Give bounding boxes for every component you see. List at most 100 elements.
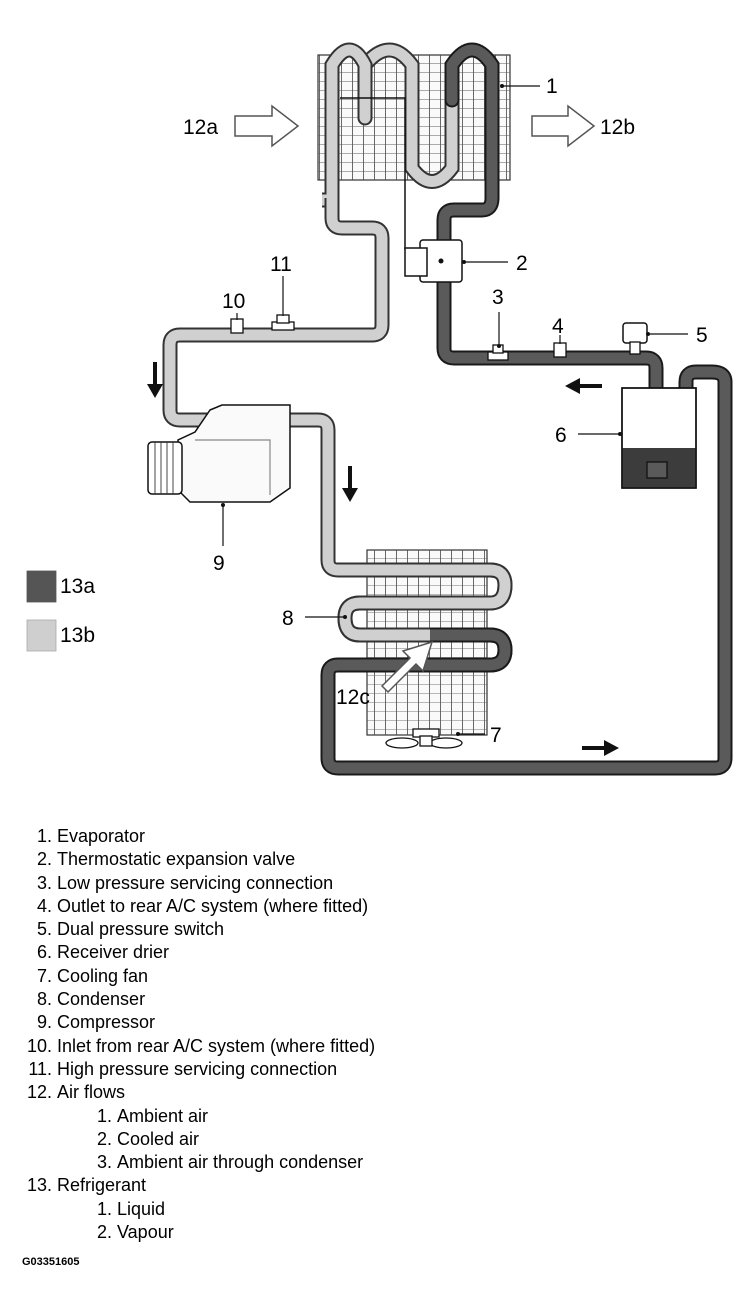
callout-1: 1	[546, 75, 558, 98]
legend-item: 2.Vapour	[12, 1221, 732, 1244]
legend-item: 13.Refrigerant	[12, 1174, 732, 1197]
legend-number: 12.	[26, 1082, 52, 1103]
callout-9: 9	[213, 552, 225, 575]
legend-number: 3.	[96, 1152, 112, 1173]
legend-number: 5.	[36, 919, 52, 940]
rear-inlet-port	[230, 318, 244, 334]
legend-text: Outlet to rear A/C system (where fitted)	[57, 895, 369, 916]
ac-system-diagram: 1 2 3 4 5 6 7 8 9 10 11 12a 12b 12c 13a …	[26, 42, 733, 776]
legend-text: Liquid	[117, 1198, 166, 1219]
vapour-swatch	[26, 619, 57, 652]
evaporator	[317, 42, 511, 250]
leader-dot-8	[343, 615, 347, 619]
legend-text: Refrigerant	[57, 1175, 147, 1196]
legend-number: 6.	[36, 942, 52, 963]
legend-item: 6.Receiver drier	[12, 941, 732, 964]
leader-dot-3	[497, 344, 501, 348]
legend-text: Thermostatic expansion valve	[57, 849, 296, 870]
condenser	[337, 549, 513, 736]
legend-number: 1.	[96, 1198, 112, 1219]
receiver-drier	[621, 387, 697, 489]
leader-dot-9	[221, 503, 225, 507]
callout-7: 7	[490, 724, 502, 747]
legend-text: High pressure servicing connection	[57, 1058, 338, 1079]
compressor	[147, 404, 291, 503]
leader-dot-5	[646, 332, 650, 336]
suction-line	[162, 198, 390, 428]
callout-8: 8	[282, 607, 294, 630]
flow-arrow-down-mid	[342, 466, 358, 502]
legend-item: 9.Compressor	[12, 1011, 732, 1034]
swatch-label-13a: 13a	[60, 575, 95, 598]
legend-text: Evaporator	[57, 826, 146, 846]
expansion-valve	[404, 239, 463, 283]
callout-4: 4	[552, 315, 564, 338]
legend-text: Low pressure servicing connection	[57, 872, 334, 893]
legend-item: 3.Low pressure servicing connection	[12, 872, 732, 895]
legend-number: 13.	[26, 1175, 52, 1196]
legend-number: 4.	[36, 895, 52, 916]
condenser-air-arrow	[380, 640, 434, 694]
legend-text: Cooling fan	[57, 965, 149, 986]
flow-arrow-down-left	[147, 362, 163, 398]
legend-text: Ambient air through condenser	[117, 1152, 364, 1173]
callout-11: 11	[270, 253, 292, 276]
legend-item: 11.High pressure servicing connection	[12, 1058, 732, 1081]
cooling-fan	[385, 728, 463, 749]
cooled-air-arrow	[531, 104, 596, 148]
legend-text: Inlet from rear A/C system (where fitted…	[57, 1035, 376, 1056]
legend-number: 2.	[36, 849, 52, 870]
callout-12a: 12a	[183, 116, 218, 139]
low-pressure-port	[487, 344, 509, 361]
legend-text: Receiver drier	[57, 942, 170, 963]
dual-pressure-switch	[622, 322, 648, 355]
legend-number: 11.	[28, 1058, 52, 1079]
callout-2: 2	[516, 252, 528, 275]
legend-text: Cooled air	[117, 1128, 200, 1149]
legend-number: 8.	[36, 989, 52, 1010]
legend-number: 10.	[26, 1035, 52, 1056]
liquid-swatch	[26, 570, 57, 603]
ambient-air-arrow	[234, 104, 300, 148]
callout-12b: 12b	[600, 116, 635, 139]
legend-number: 3.	[36, 872, 52, 893]
legend-text: Air flows	[57, 1082, 126, 1103]
callout-12c: 12c	[336, 686, 370, 709]
legend-item: 8.Condenser	[12, 988, 732, 1011]
flow-arrow-left	[565, 378, 602, 394]
callout-6: 6	[555, 424, 567, 447]
legend-item: 2.Cooled air	[12, 1128, 732, 1151]
legend-number: 1.	[36, 826, 52, 846]
legend-number: 9.	[36, 1012, 52, 1033]
callout-10: 10	[222, 290, 245, 313]
legend-item: 10.Inlet from rear A/C system (where fit…	[12, 1035, 732, 1058]
swatch-label-13b: 13b	[60, 624, 95, 647]
legend-number: 1.	[96, 1105, 112, 1126]
callout-5: 5	[696, 324, 708, 347]
legend-number: 2.	[96, 1128, 112, 1149]
leader-dot-7	[456, 732, 460, 736]
legend-item: 3.Ambient air through condenser	[12, 1151, 732, 1174]
legend-item: 2.Thermostatic expansion valve	[12, 848, 732, 871]
legend-text: Dual pressure switch	[57, 919, 225, 940]
leader-lines	[222, 85, 688, 735]
legend-item: 5.Dual pressure switch	[12, 918, 732, 941]
rear-outlet-port	[553, 342, 567, 358]
high-pressure-port	[271, 314, 295, 331]
figure-id: G03351605	[22, 1256, 80, 1268]
legend-item: 7.Cooling fan	[12, 965, 732, 988]
legend-text: Compressor	[57, 1012, 156, 1033]
legend-item: 12.Air flows	[12, 1081, 732, 1104]
callout-3: 3	[492, 286, 504, 309]
flow-arrow-right	[582, 740, 619, 756]
legend-item: 4.Outlet to rear A/C system (where fitte…	[12, 895, 732, 918]
legend-item: 1.Liquid	[12, 1198, 732, 1221]
leader-dot-2	[462, 260, 466, 264]
leader-dot-1	[500, 84, 504, 88]
legend-text: Ambient air	[117, 1105, 209, 1126]
legend-item: 1.Evaporator	[12, 825, 732, 848]
legend-text: Condenser	[57, 989, 146, 1010]
legend-item: 1.Ambient air	[12, 1105, 732, 1128]
legend-text: Vapour	[117, 1222, 174, 1243]
